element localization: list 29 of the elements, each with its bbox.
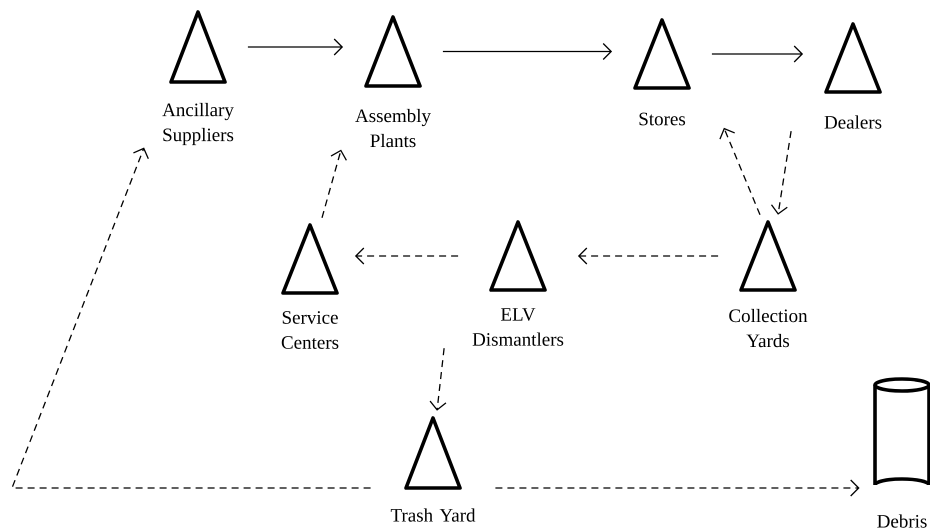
- arrow: [354, 248, 458, 264]
- arrow: [321, 150, 347, 218]
- arrow: [248, 38, 344, 56]
- triangle-node: [390, 416, 476, 522]
- arrow: [495, 480, 860, 496]
- arrow: [578, 248, 718, 264]
- node-label: Dealers: [824, 115, 882, 129]
- arrow: [11, 148, 371, 489]
- node-label: Stores: [640, 112, 686, 126]
- cylinder-node: [873, 377, 930, 528]
- triangle-node: [281, 223, 339, 349]
- arrow: [712, 46, 804, 62]
- triangle-node: [633, 18, 691, 126]
- node-label: ELV Dismantlers: [472, 308, 564, 346]
- triangle-node: [824, 22, 882, 129]
- node-label: Debris: [877, 514, 927, 528]
- triangle-node: [162, 10, 234, 146]
- arrow: [442, 43, 612, 60]
- triangle-node: [729, 220, 808, 348]
- arrow: [770, 131, 792, 215]
- node-label: Assembly Plants: [355, 108, 431, 148]
- node-label: Trash Yard: [390, 508, 476, 522]
- node-label: Collection Yards: [729, 308, 808, 348]
- arrow: [430, 348, 446, 411]
- arrow: [719, 128, 761, 216]
- node-label: Service Centers: [282, 311, 338, 349]
- node-label: Ancillary Suppliers: [162, 102, 234, 146]
- triangle-node: [472, 220, 564, 346]
- triangle-node: [355, 15, 431, 148]
